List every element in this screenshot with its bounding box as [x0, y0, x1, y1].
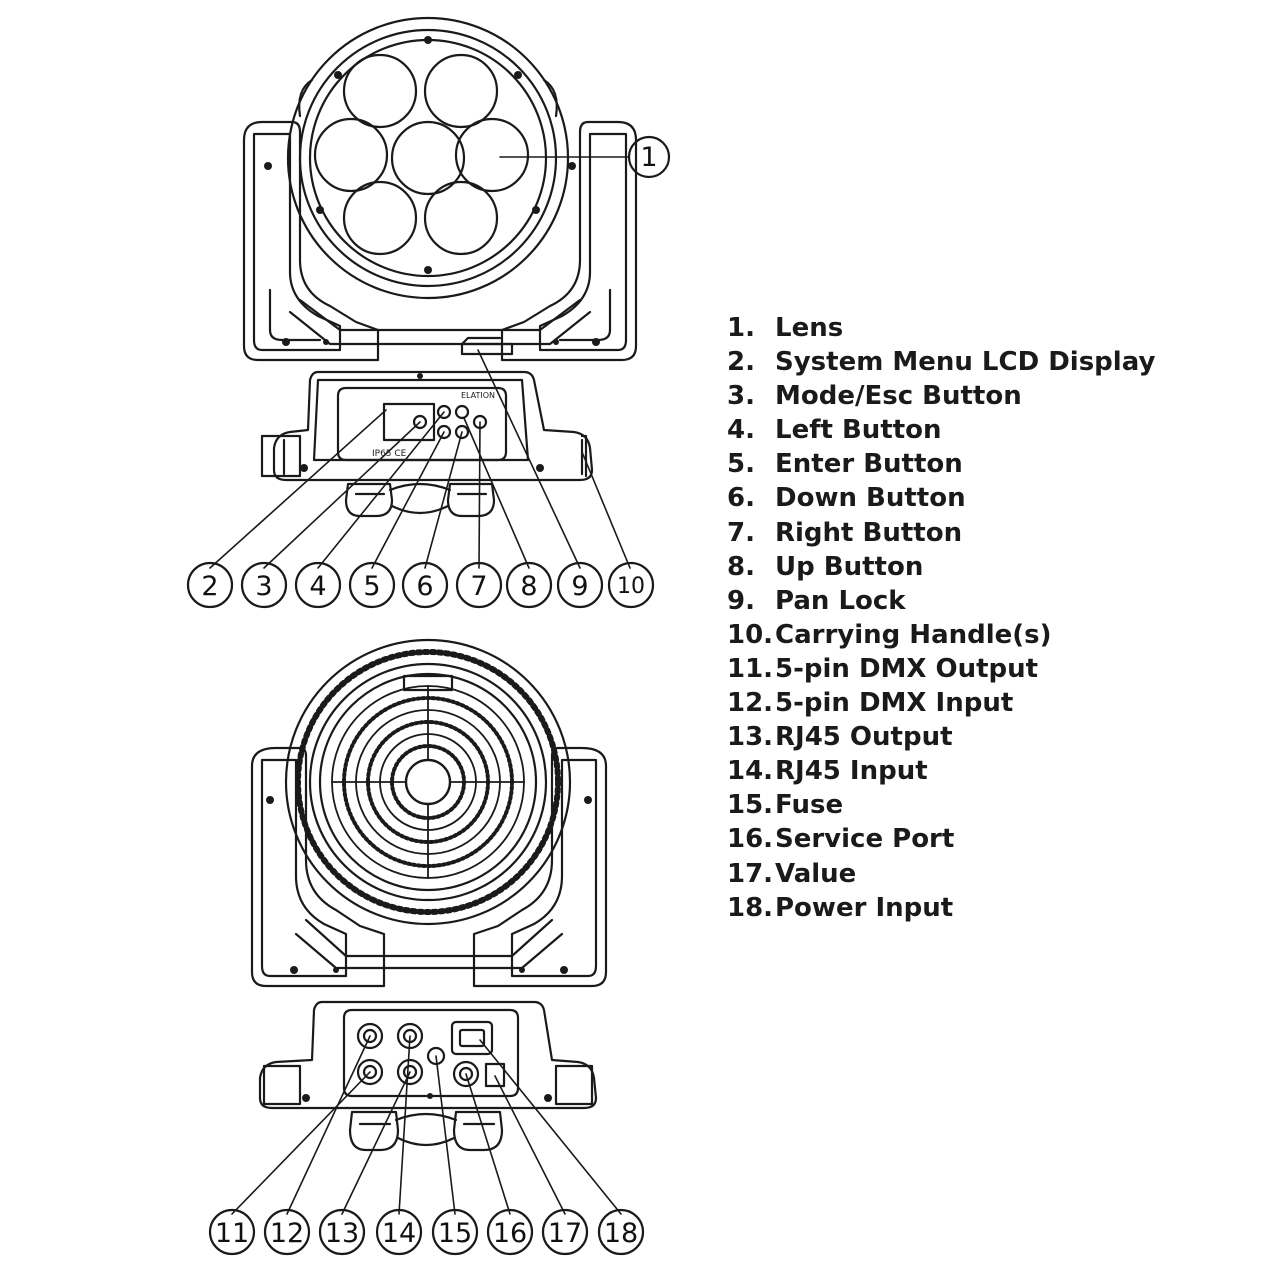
legend-item: 17.Value	[727, 858, 857, 889]
lens-array	[313, 53, 530, 256]
rear-fan-grille	[331, 685, 525, 879]
legend-item: 14.RJ45 Input	[727, 756, 928, 787]
front-left-yoke-arm	[242, 120, 380, 362]
control-buttons	[412, 404, 488, 440]
legend-item: 15.Fuse	[727, 790, 844, 821]
panel-logo: ELATION	[461, 391, 495, 400]
front-handle-right	[446, 482, 496, 518]
rear-callout-14: 14	[375, 1208, 423, 1256]
svg-text:10: 10	[617, 574, 645, 599]
svg-text:8: 8	[520, 571, 537, 602]
rear-callout-12: 12	[263, 1208, 311, 1256]
legend-item: 12.5-pin DMX Input	[727, 688, 1014, 719]
rear-callout-15: 15	[431, 1208, 479, 1256]
svg-text:12: 12	[270, 1218, 304, 1249]
front-handle-left	[344, 482, 394, 518]
legend-item: 3.Mode/Esc Button	[727, 381, 1022, 412]
rear-callout-16: 16	[486, 1208, 534, 1256]
legend-item: 11.5-pin DMX Output	[727, 653, 1039, 684]
legend-item: 18.Power Input	[727, 892, 954, 923]
front-callout-1: 1	[627, 135, 671, 179]
legend-item: 5.Enter Button	[727, 449, 963, 480]
front-callout-7: 7	[455, 561, 503, 609]
svg-text:4: 4	[309, 571, 326, 602]
connectors	[356, 1020, 506, 1088]
legend-item: 9.Pan Lock	[727, 585, 906, 616]
svg-text:11: 11	[215, 1218, 249, 1249]
rear-callout-18: 18	[597, 1208, 645, 1256]
legend-item: 1.Lens	[727, 313, 844, 343]
svg-text:14: 14	[382, 1218, 416, 1249]
rear-handle-right	[452, 1110, 504, 1152]
front-leader-lines	[209, 156, 631, 569]
svg-text:17: 17	[548, 1218, 582, 1249]
svg-text:13: 13	[325, 1218, 359, 1249]
front-view-fixture: ELATION IP65 CE	[242, 16, 638, 518]
legend-item: 4.Left Button	[727, 415, 942, 446]
svg-text:7: 7	[470, 571, 487, 602]
parts-legend: 1.Lens 2.System Menu LCD Display 3.Mode/…	[727, 311, 1155, 925]
svg-text:15: 15	[438, 1218, 472, 1249]
lcd-display	[382, 402, 436, 442]
rear-callout-17: 17	[541, 1208, 589, 1256]
control-panel	[336, 386, 508, 462]
legend-item: 2.System Menu LCD Display	[727, 347, 1156, 378]
panel-cert: IP65 CE	[372, 449, 407, 459]
legend-item: 6.Down Button	[727, 483, 966, 514]
legend-item: 16.Service Port	[727, 824, 955, 855]
connector-panel	[342, 1008, 520, 1098]
front-callout-4: 4	[294, 561, 342, 609]
rear-callout-13: 13	[318, 1208, 366, 1256]
svg-text:9: 9	[571, 571, 588, 602]
rear-left-yoke-arm	[250, 746, 386, 988]
front-callout-9: 9	[556, 561, 604, 609]
front-callout-2: 2	[186, 561, 234, 609]
front-callout-10: 10	[607, 561, 655, 609]
front-callout-8: 8	[505, 561, 553, 609]
rear-handle-left	[348, 1110, 400, 1152]
rear-callout-11: 11	[208, 1208, 256, 1256]
rear-view-fixture	[250, 638, 608, 1152]
front-callout-3: 3	[240, 561, 288, 609]
svg-text:16: 16	[493, 1218, 527, 1249]
svg-text:1: 1	[640, 142, 657, 173]
legend-item: 8.Up Button	[727, 551, 924, 582]
svg-text:6: 6	[416, 571, 433, 602]
front-right-yoke-arm	[500, 120, 638, 362]
legend-item: 10.Carrying Handle(s)	[727, 619, 1052, 650]
svg-text:5: 5	[363, 571, 380, 602]
front-callout-6: 6	[401, 561, 449, 609]
svg-text:18: 18	[604, 1218, 638, 1249]
front-base	[272, 370, 594, 482]
legend-item: 7.Right Button	[727, 517, 963, 548]
front-callout-5: 5	[348, 561, 396, 609]
rear-base	[258, 1000, 598, 1110]
svg-text:2: 2	[201, 571, 218, 602]
legend-item: 13.RJ45 Output	[727, 722, 953, 753]
rear-leader-lines	[231, 1035, 622, 1215]
svg-text:3: 3	[255, 571, 272, 602]
